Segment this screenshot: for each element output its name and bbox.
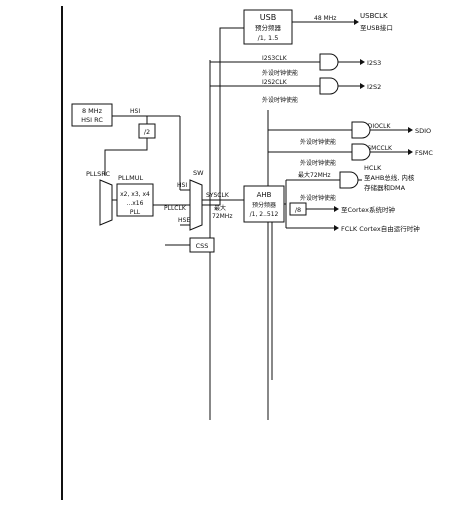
sdio-en: 外设时钟使能 <box>300 138 336 146</box>
i2s2-clk: I2S2CLK <box>262 79 288 86</box>
hsi-rc-l1: 8 MHz <box>82 107 103 115</box>
hsi-rc-l2: HSI RC <box>81 116 103 124</box>
fclk-desc: FCLK Cortex自由运行时钟 <box>341 224 420 233</box>
ahb-sub1: 预分频器 <box>252 201 276 209</box>
usb-freq: 48 MHz <box>314 15 336 22</box>
css-label: CSS <box>196 242 209 250</box>
pll-box2: ...x16 <box>127 200 144 207</box>
sdio-out: SDIO <box>415 127 431 135</box>
pllsrc-label: PLLSRC <box>86 170 110 178</box>
i2s3-out: I2S3 <box>367 59 381 67</box>
pllmul-label: PLLMUL <box>118 174 144 182</box>
sysclk-label: SYSCLK <box>206 192 230 199</box>
pllclk-label: PLLCLK <box>164 205 187 212</box>
hsi-line-label: HSI <box>130 108 140 115</box>
usb-sub1: 预分频器 <box>255 23 282 32</box>
pll-box3: PLL <box>130 209 141 216</box>
fsmc-en: 外设时钟使能 <box>300 159 336 167</box>
usb-dest: 至USB接口 <box>360 23 393 32</box>
hclk-desc2: 存储器和DMA <box>364 183 406 192</box>
sw-label: SW <box>193 169 204 177</box>
sdio-clk: SDIOCLK <box>364 123 391 130</box>
fsmc-out: FSMC <box>415 149 433 157</box>
hclk-desc1: 至AHB总线, 内核 <box>364 173 415 182</box>
usb-title: USB <box>260 13 276 22</box>
hclk-en: 外设时钟使能 <box>300 194 336 202</box>
i2s2-en: 外设时钟使能 <box>262 96 298 104</box>
hclk-gate <box>339 171 359 189</box>
cortex-desc: 至Cortex系统时钟 <box>341 205 395 214</box>
pll-block <box>116 183 154 217</box>
usb-sub2: /1, 1.5 <box>258 34 279 42</box>
i2s3-gate <box>319 53 339 71</box>
hsi-div2: /2 <box>144 128 150 136</box>
cortex-div8: /8 <box>295 206 301 214</box>
sw-hse: HSE <box>178 217 190 224</box>
i2s3-clk: I2S3CLK <box>262 55 288 62</box>
usb-prescaler-block <box>243 9 293 45</box>
ahb-sub2: /1, 2..512 <box>250 211 279 218</box>
ahb-title: AHB <box>257 191 272 199</box>
i2s2-out: I2S2 <box>367 83 381 91</box>
sw-hsi: HSI <box>177 182 187 189</box>
hclk-max: 最大72MHz <box>298 171 330 179</box>
fsmc-gate <box>351 143 371 161</box>
hclk-label: HCLK <box>364 164 382 172</box>
fsmc-clk: FSMCCLK <box>364 145 393 152</box>
pll-box1: x2, x3, x4 <box>120 191 150 198</box>
i2s3-en: 外设时钟使能 <box>262 69 298 77</box>
pllsrc-mux <box>99 179 113 226</box>
sysclk-max2: 72MHz <box>212 213 232 220</box>
sysclk-max: 最大 <box>214 204 226 212</box>
i2s2-gate <box>319 77 339 95</box>
usb-clk-out: USBCLK <box>360 12 388 20</box>
hsi-rc-block <box>71 103 113 127</box>
sdio-gate <box>351 121 371 139</box>
sw-mux <box>189 179 203 231</box>
